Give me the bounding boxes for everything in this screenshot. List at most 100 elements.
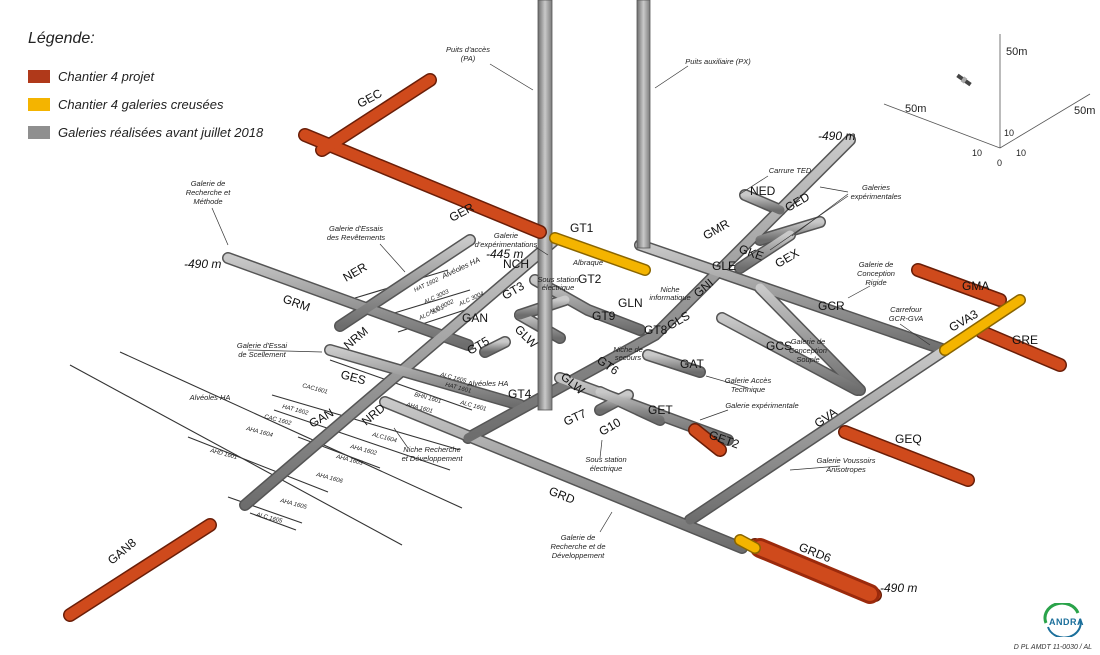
label-gt7: GT7 — [561, 406, 588, 429]
svg-text:Carrefour: Carrefour — [890, 305, 922, 314]
legend-label-projet: Chantier 4 projet — [58, 68, 155, 84]
logo-text: ANDRA — [1049, 617, 1084, 627]
svg-text:ALC 1605: ALC 1605 — [255, 512, 284, 525]
drawing-code: D PL AMDT 11-0030 / AL — [1013, 644, 1092, 651]
svg-text:d'expérimentations: d'expérimentations — [475, 240, 538, 249]
galeries-creusees — [549, 232, 1026, 554]
ann-puits-acces: Puits d'accès(PA) — [446, 45, 490, 63]
svg-text:CAC 1602: CAC 1602 — [263, 414, 292, 427]
legend-label-realisees: Galeries réalisées avant juillet 2018 — [58, 124, 264, 140]
ann-alveoles-3: Alvéoles HA — [189, 393, 231, 402]
axis-x-label: 50m — [905, 103, 926, 115]
axis-triad: 50m 50m 50m 10 10 10 0 — [883, 34, 1095, 168]
svg-text:Alvéoles HA: Alvéoles HA — [467, 379, 509, 388]
depth-center: -445 m — [486, 247, 523, 261]
axis-z-label: 50m — [1006, 46, 1027, 58]
svg-text:Galerie Accès: Galerie Accès — [725, 376, 772, 385]
svg-text:Conception: Conception — [857, 269, 895, 278]
label-gma: GMA — [962, 279, 989, 293]
svg-text:Méthode: Méthode — [193, 197, 222, 206]
svg-text:CAC1601: CAC1601 — [301, 383, 328, 396]
legend-item-realisees: Galeries réalisées avant juillet 2018 — [28, 118, 263, 146]
svg-text:ALC 1601: ALC 1601 — [459, 400, 487, 413]
label-gre: GRE — [1012, 333, 1038, 347]
label-ged: GED — [783, 189, 813, 214]
ann-puits-aux: Puits auxiliaire (PX) — [685, 57, 751, 66]
svg-text:Niche Recherche: Niche Recherche — [403, 445, 461, 454]
svg-text:Sous station: Sous station — [585, 455, 626, 464]
svg-text:AHA 1605: AHA 1605 — [279, 498, 308, 511]
svg-text:électrique: électrique — [590, 464, 623, 473]
depth-bottom-right: -490 m — [880, 581, 917, 595]
axis-tick-2: 10 — [972, 148, 982, 158]
svg-text:Galerie: Galerie — [494, 231, 518, 240]
axis-tick-1: 10 — [1004, 128, 1014, 138]
svg-text:Recherche et: Recherche et — [186, 188, 232, 197]
legend-swatch-realisees — [28, 125, 50, 139]
ann-albraque: Albraque — [572, 258, 603, 267]
legend-item-projet: Chantier 4 projet — [28, 62, 263, 90]
callout-lines — [211, 63, 931, 533]
andra-logo: ANDRA — [1040, 601, 1086, 639]
svg-text:et Développement: et Développement — [402, 454, 464, 463]
legend-item-creusees: Chantier 4 galeries creusées — [28, 90, 263, 118]
depth-top-right: -490 m — [818, 129, 855, 143]
label-gt1: GT1 — [570, 221, 594, 235]
svg-text:Alvéoles HA: Alvéoles HA — [189, 393, 231, 402]
svg-text:Galeries: Galeries — [862, 183, 890, 192]
svg-text:Souple: Souple — [796, 355, 819, 364]
gallery-labels: GEC GER GT1 NCH GT2 GT3 GLN GT9 GT8 GLS … — [105, 86, 1038, 567]
label-gls: GLS — [665, 308, 693, 332]
svg-text:AHA 1606: AHA 1606 — [315, 472, 344, 485]
axis-origin: 0 — [997, 158, 1002, 168]
svg-text:(PA): (PA) — [461, 54, 476, 63]
svg-text:Galerie d'Essai: Galerie d'Essai — [237, 341, 288, 350]
legend: Légende: Chantier 4 projet Chantier 4 ga… — [28, 30, 263, 146]
legend-swatch-creusees — [28, 97, 50, 111]
svg-text:Puits auxiliaire (PX): Puits auxiliaire (PX) — [685, 57, 751, 66]
galeries-realisees — [222, 134, 951, 554]
galeries-projet — [63, 73, 1067, 622]
svg-text:Niche: Niche — [660, 285, 679, 294]
svg-text:Galerie d'Essais: Galerie d'Essais — [329, 224, 383, 233]
svg-text:Galerie Voussoirs: Galerie Voussoirs — [817, 456, 876, 465]
label-gt4: GT4 — [508, 387, 532, 401]
ann-carrure-ted: Carrure TED — [769, 166, 812, 175]
svg-text:Carrure TED: Carrure TED — [769, 166, 812, 175]
label-g10: G10 — [597, 415, 624, 439]
svg-text:Galerie de: Galerie de — [791, 337, 826, 346]
svg-text:AHA 1604: AHA 1604 — [245, 426, 274, 439]
label-grd: GRD — [547, 484, 577, 507]
svg-text:ALC 3001: ALC 3001 — [417, 305, 445, 322]
svg-text:Sous station: Sous station — [537, 275, 578, 284]
svg-text:informatique: informatique — [649, 293, 690, 302]
svg-text:AHD 1601: AHD 1601 — [209, 448, 238, 461]
label-gt2: GT2 — [578, 272, 602, 286]
label-gcr: GCR — [818, 299, 845, 313]
svg-text:des Revêtements: des Revêtements — [327, 233, 386, 242]
ann-alveoles-2: Alvéoles HA — [467, 379, 509, 388]
label-ned: NED — [750, 184, 776, 198]
svg-text:AHA 1602: AHA 1602 — [349, 444, 378, 457]
label-grm: GRM — [281, 292, 312, 315]
svg-text:Albraque: Albraque — [572, 258, 603, 267]
svg-text:Niche de: Niche de — [613, 345, 643, 354]
legend-swatch-projet — [28, 69, 50, 83]
satellite-icon — [956, 73, 972, 87]
label-geq: GEQ — [895, 432, 922, 446]
label-get: GET — [648, 403, 673, 417]
axis-tick-3: 10 — [1016, 148, 1026, 158]
svg-text:Anisotropes: Anisotropes — [825, 465, 866, 474]
